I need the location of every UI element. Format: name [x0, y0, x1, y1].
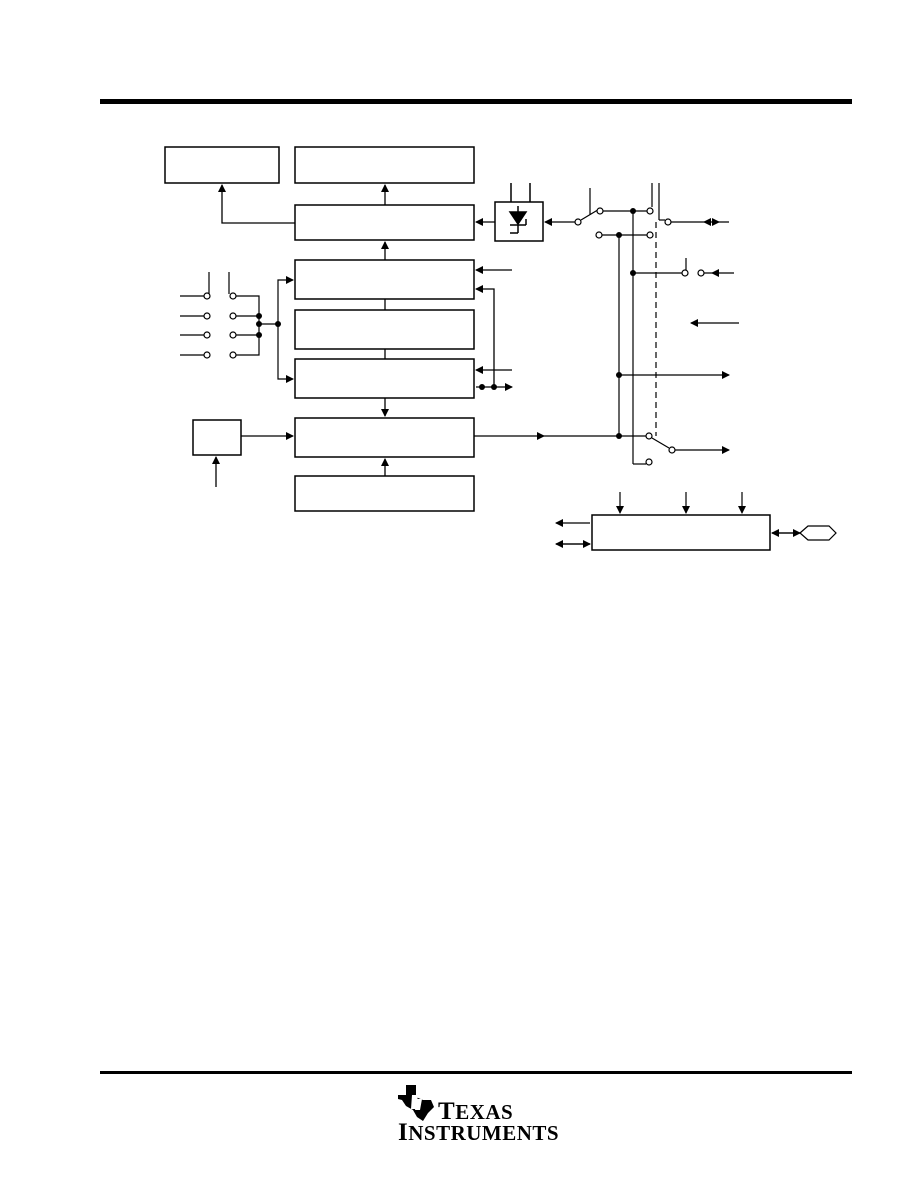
texas-instruments-logo: TEXAS INSTRUMENTS [396, 1083, 559, 1145]
switch-network-right [544, 183, 739, 466]
logo-text-line2: INSTRUMENTS [398, 1119, 560, 1146]
block-register-c [294, 358, 475, 399]
top-rule [100, 99, 852, 104]
bottom-rule [100, 1071, 852, 1074]
block-register-b [294, 309, 475, 350]
ti-state-of-texas-icon [398, 1085, 434, 1121]
block-processor [294, 204, 475, 241]
logo-text-line1: TEXAS [438, 1098, 514, 1125]
diode-icon [508, 183, 531, 234]
block-top-left [164, 146, 280, 184]
block-interface [591, 514, 771, 551]
block-bottom [294, 475, 475, 512]
block-small [192, 419, 242, 456]
block-top-center [294, 146, 475, 184]
block-register-a [294, 259, 475, 300]
bus-connector-icon [799, 525, 837, 541]
block-core [294, 417, 475, 458]
switch-bank-left [180, 272, 294, 383]
